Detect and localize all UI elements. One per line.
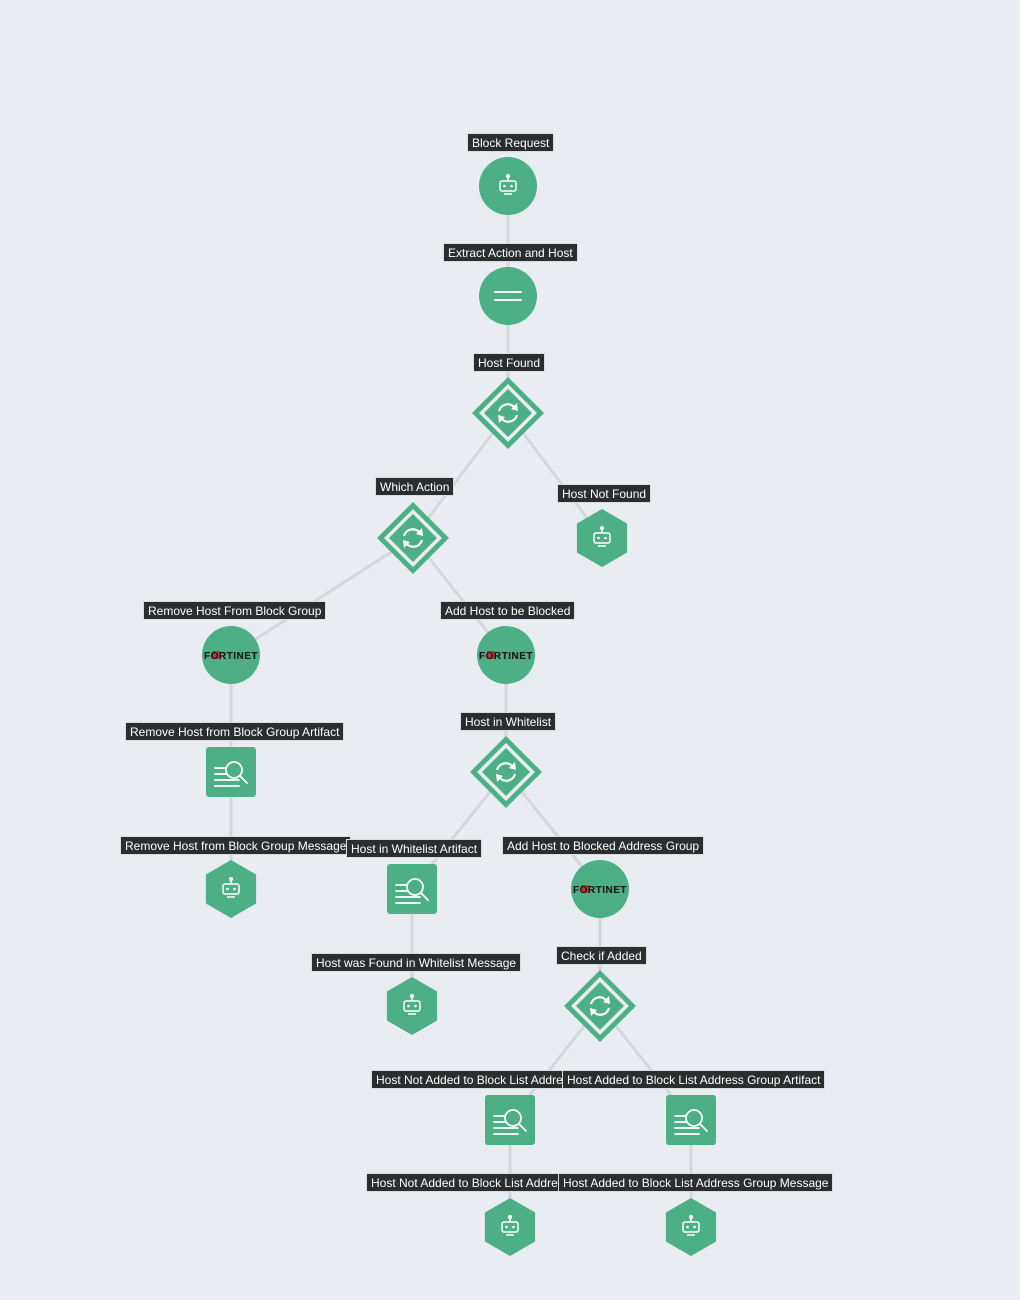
node-square bbox=[387, 864, 437, 914]
node-label-added-message: Host Added to Block List Address Group M… bbox=[558, 1173, 834, 1192]
refresh-icon bbox=[402, 528, 424, 548]
node-host-found[interactable] bbox=[468, 373, 548, 453]
node-hexagon bbox=[205, 860, 257, 918]
node-remove-host[interactable]: FORTINET FORTINET bbox=[191, 615, 271, 695]
svg-text:FORTINET: FORTINET bbox=[479, 651, 533, 662]
node-add-blocked-group[interactable]: FORTINET FORTINET bbox=[560, 849, 640, 929]
node-label-whitelist-artifact: Host in Whitelist Artifact bbox=[346, 839, 483, 858]
svg-text:FORTINET: FORTINET bbox=[204, 651, 258, 662]
node-hexagon bbox=[665, 1198, 717, 1256]
robot-icon bbox=[403, 993, 421, 1015]
svg-text:FORTINET: FORTINET bbox=[573, 885, 627, 896]
refresh-icon bbox=[497, 403, 519, 423]
edge-which-action-to-remove-host bbox=[230, 536, 414, 657]
node-which-action[interactable] bbox=[373, 498, 453, 578]
node-remove-artifact[interactable] bbox=[191, 732, 271, 812]
robot-icon bbox=[593, 525, 611, 547]
refresh-icon bbox=[495, 762, 517, 782]
fortinet-logo: FORTINET FORTINET bbox=[479, 651, 533, 662]
node-label-host-found: Host Found bbox=[473, 353, 546, 372]
node-not-added-artifact[interactable] bbox=[470, 1080, 550, 1160]
node-add-host[interactable]: FORTINET FORTINET bbox=[466, 615, 546, 695]
node-circle bbox=[479, 157, 537, 215]
robot-icon bbox=[499, 173, 517, 195]
fortinet-logo: FORTINET FORTINET bbox=[204, 651, 258, 662]
fortinet-logo: FORTINET FORTINET bbox=[573, 885, 627, 896]
node-square bbox=[666, 1095, 716, 1145]
node-diamond bbox=[377, 502, 449, 574]
node-square bbox=[485, 1095, 535, 1145]
node-diamond bbox=[564, 970, 636, 1042]
node-whitelist-message[interactable] bbox=[372, 966, 452, 1046]
node-label-remove-host: Remove Host From Block Group bbox=[143, 601, 327, 620]
node-label-check-added: Check if Added bbox=[556, 946, 647, 965]
node-label-remove-artifact: Remove Host from Block Group Artifact bbox=[125, 722, 345, 741]
node-check-added[interactable] bbox=[560, 966, 640, 1046]
node-label-which-action: Which Action bbox=[375, 477, 455, 496]
edge-host-found-to-host-not-found bbox=[506, 412, 604, 539]
node-label-add-host: Add Host to be Blocked bbox=[440, 601, 576, 620]
node-circle bbox=[202, 626, 260, 684]
node-hexagon bbox=[576, 509, 628, 567]
robot-icon bbox=[222, 876, 240, 898]
node-label-whitelist-message: Host was Found in Whitelist Message bbox=[311, 953, 522, 972]
node-added-artifact[interactable] bbox=[651, 1080, 731, 1160]
node-label-host-in-whitelist: Host in Whitelist bbox=[460, 712, 557, 731]
search-list-icon bbox=[395, 878, 429, 904]
node-diamond bbox=[472, 377, 544, 449]
node-label-block-request: Block Request bbox=[467, 133, 555, 152]
robot-icon bbox=[501, 1214, 519, 1236]
refresh-icon bbox=[589, 996, 611, 1016]
search-list-icon bbox=[214, 761, 248, 787]
node-added-message[interactable] bbox=[651, 1187, 731, 1267]
node-circle bbox=[571, 860, 629, 918]
node-label-remove-message: Remove Host from Block Group Message bbox=[120, 836, 352, 855]
node-host-in-whitelist[interactable] bbox=[466, 732, 546, 812]
node-diamond bbox=[470, 736, 542, 808]
robot-icon bbox=[682, 1214, 700, 1236]
node-label-extract-action: Extract Action and Host bbox=[443, 243, 578, 262]
node-not-added-message[interactable] bbox=[470, 1187, 550, 1267]
node-circle bbox=[477, 626, 535, 684]
search-list-icon bbox=[674, 1109, 708, 1135]
node-label-not-added-artifact: Host Not Added to Block List Addres bbox=[371, 1070, 574, 1089]
node-square bbox=[206, 747, 256, 797]
svg-text:FORTINET: FORTINET bbox=[573, 885, 627, 896]
node-hexagon bbox=[386, 977, 438, 1035]
node-host-not-found[interactable] bbox=[562, 498, 642, 578]
edge-host-found-to-which-action bbox=[411, 412, 510, 539]
node-label-host-not-found: Host Not Found bbox=[557, 484, 652, 503]
node-extract-action[interactable] bbox=[468, 256, 548, 336]
node-block-request[interactable] bbox=[468, 146, 548, 226]
node-circle bbox=[479, 267, 537, 325]
node-label-added-artifact: Host Added to Block List Address Group A… bbox=[562, 1070, 826, 1089]
svg-text:FORTINET: FORTINET bbox=[204, 651, 258, 662]
svg-text:FORTINET: FORTINET bbox=[479, 651, 533, 662]
node-whitelist-artifact[interactable] bbox=[372, 849, 452, 929]
node-remove-message[interactable] bbox=[191, 849, 271, 929]
search-list-icon bbox=[493, 1109, 527, 1135]
equals-icon bbox=[494, 291, 522, 301]
node-hexagon bbox=[484, 1198, 536, 1256]
node-label-add-blocked-group: Add Host to Blocked Address Group bbox=[502, 836, 705, 855]
node-label-not-added-message: Host Not Added to Block List Addres bbox=[366, 1173, 569, 1192]
